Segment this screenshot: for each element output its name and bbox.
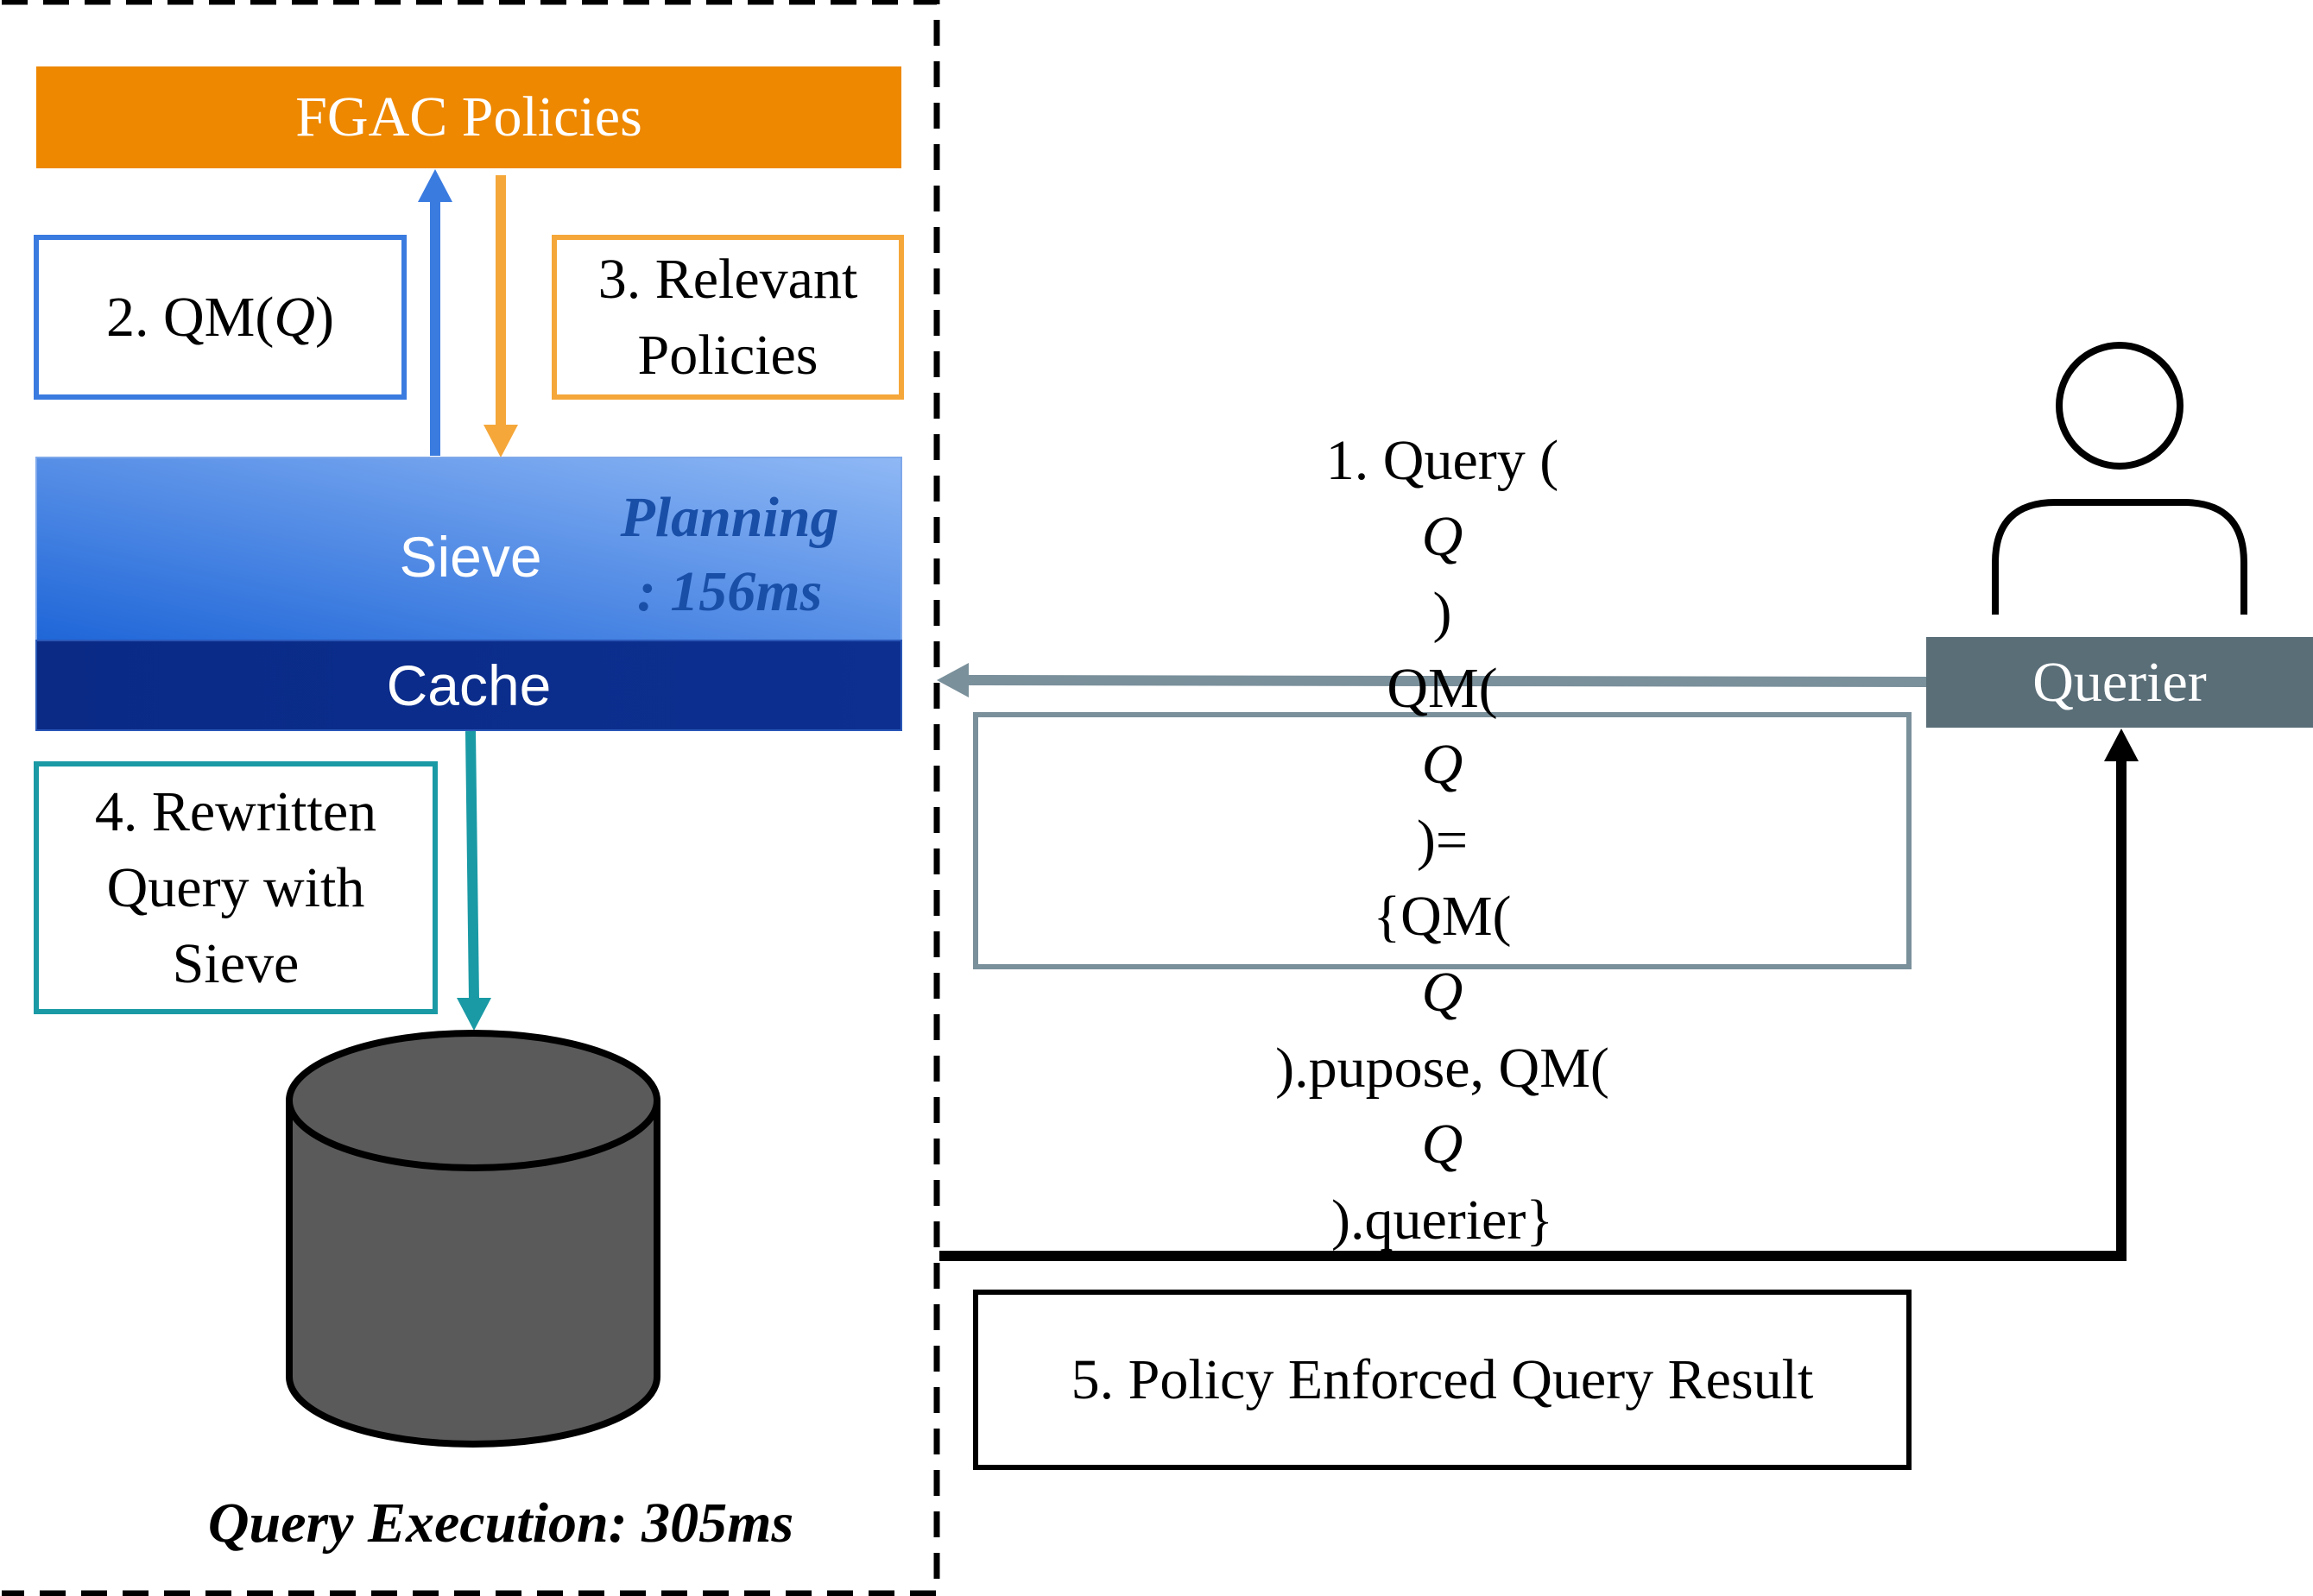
step1-line3-prefix: {QM( <box>1373 885 1512 948</box>
step4-box <box>34 761 438 1014</box>
planning-line1: Planning <box>620 486 839 549</box>
step1-line1-var: Q <box>1421 505 1463 568</box>
step2-suffix: ) <box>315 285 334 349</box>
sieve-label: Sieve <box>363 505 578 609</box>
step1-line3-mid: ).pupose, QM( <box>1275 1037 1609 1100</box>
person-icon <box>1992 342 2247 615</box>
step2-prefix: 2. QM( <box>106 285 275 349</box>
step4-label: 4. Rewritten Query with Sieve <box>36 764 435 1012</box>
step1-line2-suffix: )= <box>1416 809 1469 872</box>
arrow-rewritten-down <box>465 730 479 1000</box>
fgac-policies-text: FGAC Policies <box>295 85 642 148</box>
step5-label: 5. Policy Enforced Query Result <box>976 1292 1909 1467</box>
arrow-policies-down-head <box>483 425 518 457</box>
step2-var: Q <box>274 285 315 349</box>
arrow-rewritten-down-head <box>457 998 491 1031</box>
step4-line3: Sieve <box>172 931 300 995</box>
step3-line1: 3. Relevant <box>597 247 858 311</box>
step1-line2: QM( Q )= <box>1387 651 1497 879</box>
querier-box <box>1926 637 2313 728</box>
arrow-query-left <box>966 675 1927 687</box>
step1-line3-var1: Q <box>1421 961 1463 1024</box>
step1-label: 1. Query ( Q) QM( Q )= {QM( Q ).pupose, QM( Q)… <box>976 429 1909 1252</box>
fgac-policies-box <box>36 66 901 168</box>
cache-text: Cache <box>386 653 552 717</box>
step2-box <box>34 235 407 400</box>
arrow-result-up-head <box>2104 729 2139 761</box>
database-icon <box>286 1030 660 1448</box>
step3-line2: Policies <box>637 323 818 387</box>
planning-label: Planning : 156ms <box>596 482 863 628</box>
cache-label: Cache <box>36 640 901 730</box>
querier-label: Querier <box>1926 637 2313 728</box>
step1-box <box>973 712 1912 969</box>
step2-text: 2. QM(Q) <box>106 280 334 356</box>
arrow-result-up <box>939 760 2127 1261</box>
arrow-query-left-head <box>937 663 969 697</box>
cache-box <box>35 640 902 731</box>
step1-line1-suffix: ) <box>1432 581 1452 644</box>
querier-text: Querier <box>2032 650 2207 714</box>
step1-line3: {QM( Q ).pupose, QM( Q ).querier} <box>1275 879 1609 1259</box>
step4-line1: 4. Rewritten <box>94 779 377 843</box>
step2-label: 2. QM(Q) <box>36 237 404 397</box>
step1-line1-prefix: 1. Query ( <box>1325 429 1559 492</box>
execution-text: Query Execution: 305ms <box>207 1492 794 1555</box>
step5-text: 5. Policy Enforced Query Result <box>1071 1347 1814 1411</box>
step5-box <box>973 1290 1912 1470</box>
fgac-policies-label: FGAC Policies <box>36 66 901 168</box>
sieve-box <box>35 457 902 641</box>
arrow-qm-up-head <box>418 169 452 202</box>
step1-line3-var2: Q <box>1421 1113 1463 1176</box>
step3-label: 3. Relevant Policies <box>554 237 901 397</box>
planning-line2: : 156ms <box>636 560 823 623</box>
step1-line2-var: Q <box>1421 733 1463 796</box>
step1-line3-suffix: ).querier} <box>1330 1189 1554 1252</box>
step3-box <box>552 235 904 400</box>
step1-line1: 1. Query ( Q) <box>1326 423 1558 651</box>
step1-line2-prefix: QM( <box>1387 657 1498 720</box>
execution-label: Query Execution: 305ms <box>86 1485 915 1562</box>
system-boundary <box>2 0 940 1596</box>
sieve-text: Sieve <box>399 525 542 589</box>
step4-line2: Query with <box>106 855 365 919</box>
